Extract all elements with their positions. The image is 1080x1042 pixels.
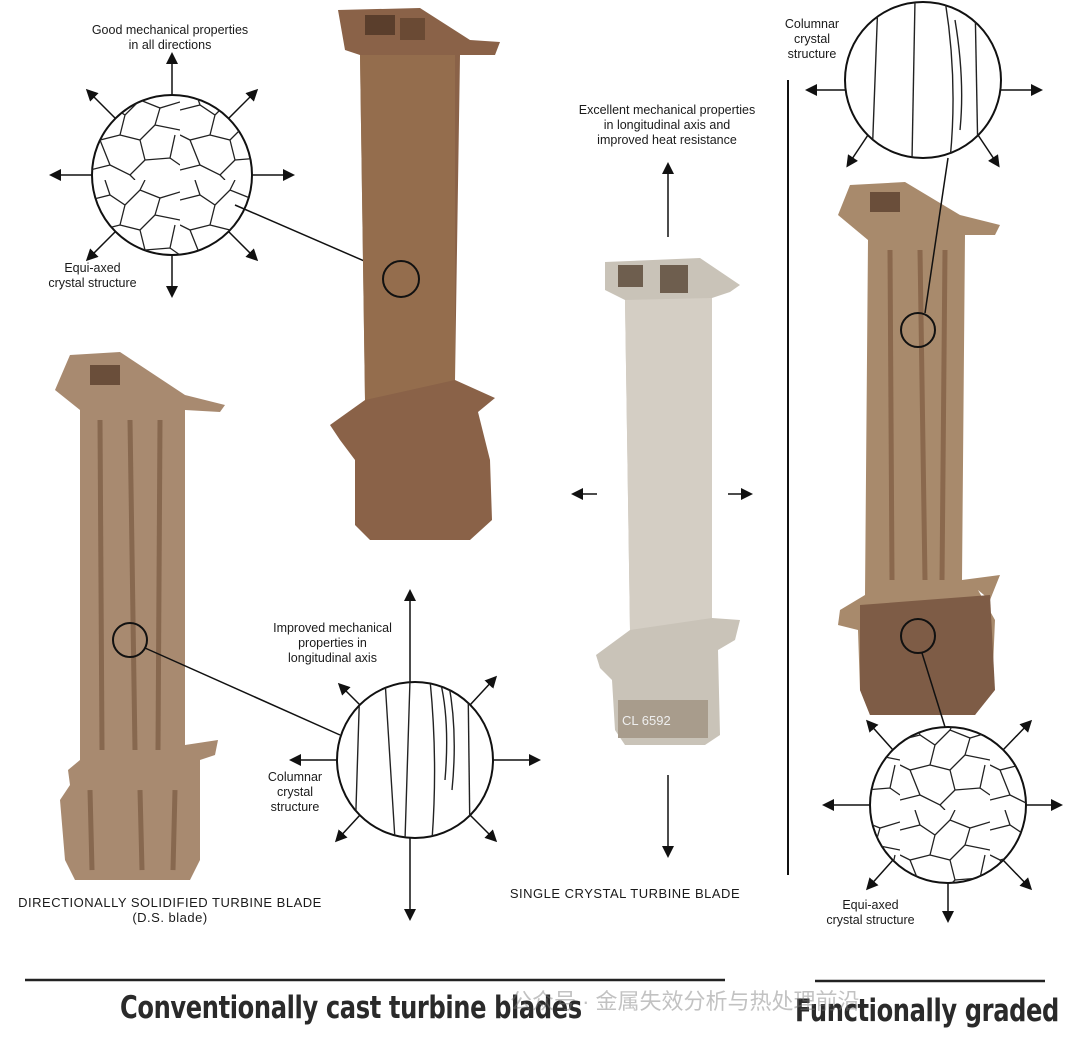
directionally-solidified-blade <box>55 352 341 880</box>
equiaxed-grain-circle-fg <box>822 719 1063 923</box>
title-conventional: Conventionally cast turbine blades <box>120 990 582 1026</box>
sc-blade-caption: SINGLE CRYSTAL TURBINE BLADE <box>509 886 741 901</box>
columnar-grain-circle-ds <box>289 589 541 921</box>
watermark: 公众号 · 金属失效分析与热处理前沿 <box>510 989 860 1014</box>
equiaxed-grain-circle-top <box>49 52 386 298</box>
ds-blade-caption: DIRECTIONALLY SOLIDIFIED TURBINE BLADE(D… <box>18 895 322 925</box>
single-crystal-blade: CL 6592 <box>571 162 753 858</box>
title-functional: Functionally graded <box>795 993 1059 1029</box>
columnar-grain-circle-fg <box>805 1 1043 168</box>
conventionally-cast-blade <box>330 8 500 540</box>
blade-stamp: CL 6592 <box>622 713 671 728</box>
functionally-graded-blade <box>838 157 1000 728</box>
